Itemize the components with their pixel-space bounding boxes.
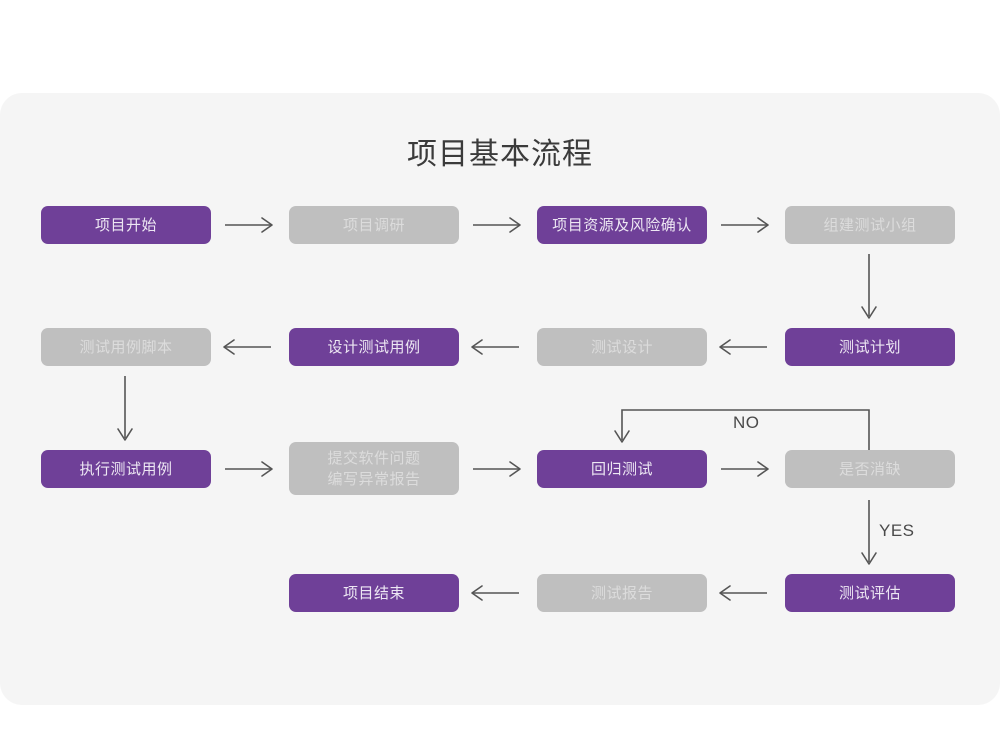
- node-label: 执行测试用例: [79, 460, 173, 478]
- node-label: 设计测试用例: [327, 338, 421, 356]
- node-label: 提交软件问题 编写异常报告: [327, 449, 421, 488]
- node-build-test-team[interactable]: 组建测试小组: [785, 206, 955, 244]
- node-project-start[interactable]: 项目开始: [41, 206, 211, 244]
- node-label: 组建测试小组: [823, 216, 917, 234]
- node-label: 测试设计: [590, 338, 653, 356]
- node-submit-defect-report[interactable]: 提交软件问题 编写异常报告: [289, 442, 459, 495]
- node-defect-cleared[interactable]: 是否消缺: [785, 450, 955, 488]
- node-test-design[interactable]: 测试设计: [537, 328, 707, 366]
- node-resource-risk-confirm[interactable]: 项目资源及风险确认: [537, 206, 707, 244]
- edge-label-yes: YES: [879, 521, 915, 540]
- node-label: 是否消缺: [838, 460, 901, 478]
- node-label: 项目结束: [342, 584, 405, 602]
- node-label: 测试用例脚本: [79, 338, 173, 356]
- node-label: 测试计划: [838, 338, 901, 356]
- node-project-end[interactable]: 项目结束: [289, 574, 459, 612]
- page-title: 项目基本流程: [407, 138, 593, 171]
- node-label: 测试报告: [590, 584, 653, 602]
- node-label: 项目资源及风险确认: [552, 216, 692, 234]
- node-execute-test-case[interactable]: 执行测试用例: [41, 450, 211, 488]
- node-label: 项目开始: [94, 216, 157, 234]
- node-regression-test[interactable]: 回归测试: [537, 450, 707, 488]
- node-label: 项目调研: [342, 216, 405, 234]
- node-label: 回归测试: [590, 460, 653, 478]
- node-test-case-script[interactable]: 测试用例脚本: [41, 328, 211, 366]
- node-test-plan[interactable]: 测试计划: [785, 328, 955, 366]
- node-design-test-case[interactable]: 设计测试用例: [289, 328, 459, 366]
- node-label: 测试评估: [838, 584, 901, 602]
- node-project-research[interactable]: 项目调研: [289, 206, 459, 244]
- node-test-evaluation[interactable]: 测试评估: [785, 574, 955, 612]
- edge-label-no: NO: [733, 413, 760, 432]
- flowchart-card: [0, 93, 1000, 705]
- node-test-report[interactable]: 测试报告: [537, 574, 707, 612]
